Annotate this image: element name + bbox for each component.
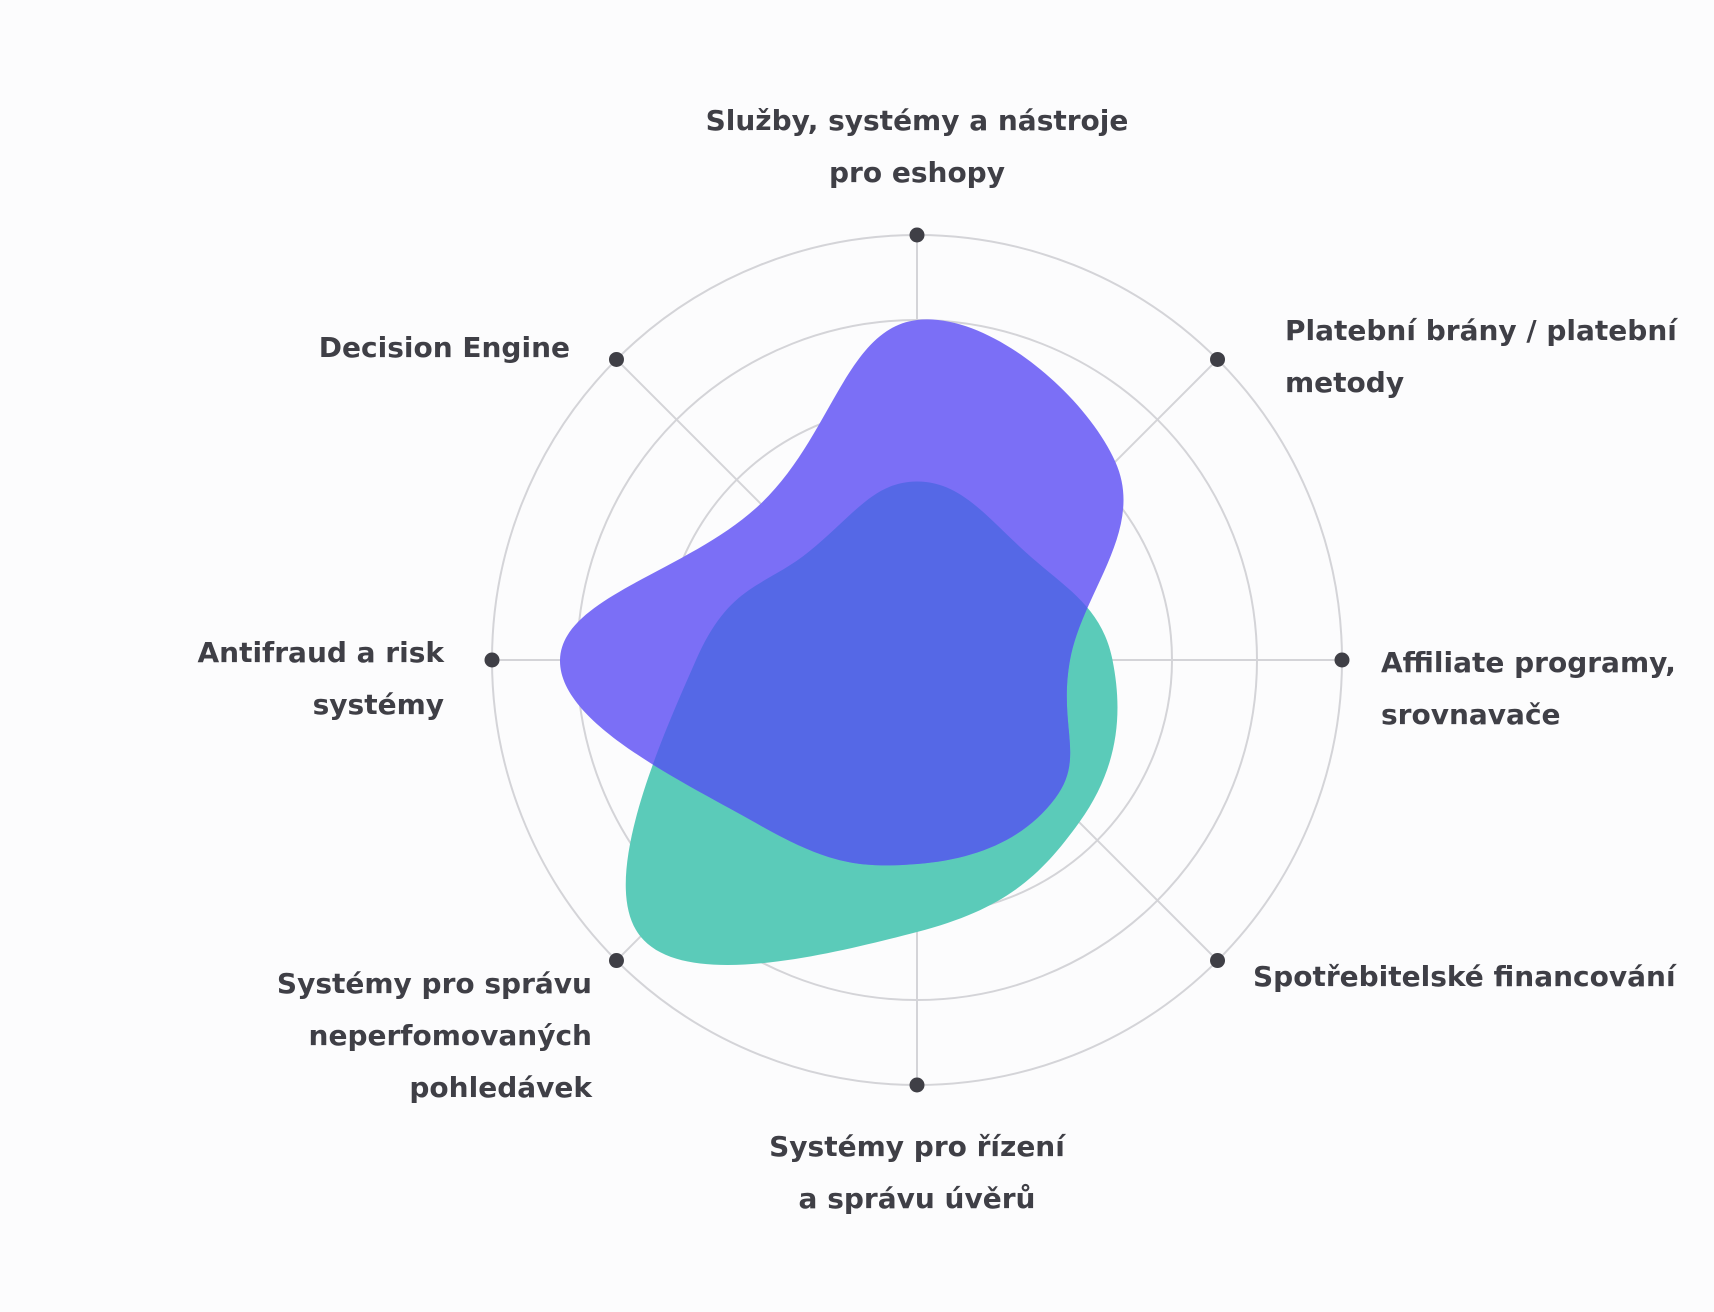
axis-end-dot <box>1210 953 1226 969</box>
series-overlap-area <box>625 481 1118 866</box>
axis-label: Antifraud a risk systémy <box>197 636 445 721</box>
axis-end-dot <box>909 1077 925 1093</box>
axis-end-dot <box>1210 351 1226 367</box>
axis-label-line: Spotřebitelské financování <box>1253 960 1677 993</box>
axis-label-line: metody <box>1285 366 1404 399</box>
axis-labels: Služby, systémy a nástroje pro eshopyPlat… <box>197 104 1678 1215</box>
axis-label-line: Affiliate programy, <box>1381 646 1676 679</box>
axis-label-line: a správu úvěrů <box>799 1182 1036 1215</box>
axis-end-dot <box>608 953 624 969</box>
axis-label-line: Systémy pro řízení <box>769 1130 1066 1163</box>
axis-label-line: pro eshopy <box>829 156 1005 189</box>
axis-end-dot <box>484 652 500 668</box>
axis-label: Platební brány / platební metody <box>1285 314 1678 399</box>
axis-label-line: pohledávek <box>409 1071 593 1104</box>
axis-label: Systémy pro řízení a správu úvěrů <box>769 1130 1066 1215</box>
axis-label-line: Decision Engine <box>319 331 570 364</box>
axis-end-dots <box>484 227 1350 1093</box>
axis-label: Služby, systémy a nástroje pro eshopy <box>706 104 1129 189</box>
axis-label-line: neperfomovaných <box>309 1019 592 1052</box>
axis-label-line: Platební brány / platební <box>1285 314 1678 347</box>
axis-end-dot <box>909 227 925 243</box>
axis-label-line: Systémy pro správu <box>277 967 592 1000</box>
axis-label-line: Antifraud a risk <box>197 636 445 669</box>
axis-label-line: srovnavače <box>1381 698 1561 731</box>
axis-end-dot <box>608 351 624 367</box>
axis-label-line: Služby, systémy a nástroje <box>706 104 1129 137</box>
axis-label-line: systémy <box>313 688 444 721</box>
axis-end-dot <box>1334 652 1350 668</box>
axis-label: Spotřebitelské financování <box>1253 960 1677 993</box>
series <box>559 319 1124 966</box>
axis-label: Decision Engine <box>319 331 570 364</box>
axis-label: Systémy pro správu neperfomovaných pohledá… <box>277 967 593 1104</box>
axis-label: Affiliate programy, srovnavače <box>1381 646 1676 731</box>
